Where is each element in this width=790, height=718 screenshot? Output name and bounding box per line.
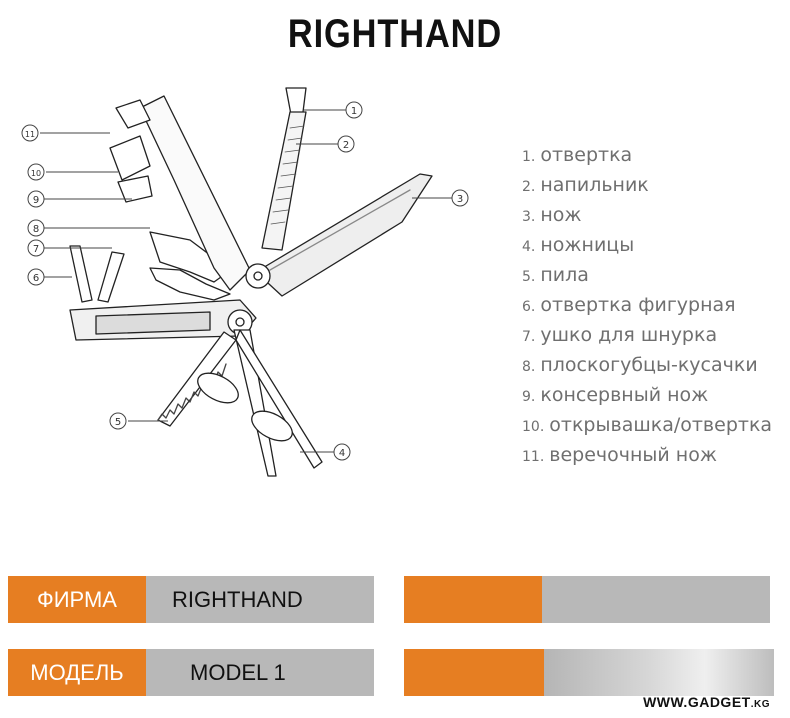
- legend-item: 11.веречочный нож: [522, 444, 717, 466]
- legend-item: 9.консервный нож: [522, 384, 709, 406]
- spec-row-empty-2: [404, 649, 774, 696]
- legend-item: 1.отвертка: [522, 144, 633, 166]
- footer-site: WWW.GADGET: [643, 694, 751, 710]
- legend-item: 2.напильник: [522, 174, 649, 196]
- legend-item: 7.ушко для шнурка: [522, 324, 718, 346]
- phillips-driver-part: [69, 245, 93, 303]
- spec-key: [404, 576, 542, 623]
- callout-5: 5: [115, 417, 121, 428]
- file-part: [261, 111, 307, 251]
- callout-8: 8: [33, 224, 39, 235]
- callout-3: 3: [457, 194, 463, 205]
- knife-blade-part: [255, 173, 433, 297]
- spec-key: МОДЕЛЬ: [8, 649, 146, 696]
- callout-11: 11: [25, 130, 35, 139]
- callout-4: 4: [339, 448, 345, 459]
- scissors-part: [233, 329, 277, 477]
- tool-legend: 1.отвертка 2.напильник 3.нож 4.ножницы 5…: [522, 140, 772, 470]
- spec-key: [404, 649, 544, 696]
- footer-tld: .KG: [750, 699, 770, 710]
- spec-value: MODEL 1: [146, 649, 374, 696]
- legend-item: 3.нож: [522, 204, 582, 226]
- spec-value: [544, 649, 774, 696]
- callout-10: 10: [31, 169, 41, 178]
- callout-9: 9: [33, 195, 39, 206]
- upper-handle-part: [139, 95, 251, 291]
- spec-key: ФИРМА: [8, 576, 146, 623]
- callout-2: 2: [343, 140, 349, 151]
- spec-value: RIGHTHAND: [146, 576, 374, 623]
- spec-row-empty-1: [404, 576, 770, 623]
- site-footer: WWW.GADGET.KG: [643, 694, 770, 710]
- callout-6: 6: [33, 273, 39, 284]
- callout-1: 1: [351, 106, 357, 117]
- page-title: RIGHTHAND: [287, 12, 503, 56]
- legend-item: 4.ножницы: [522, 234, 635, 256]
- spec-value: [542, 576, 770, 623]
- spec-row-brand: ФИРМА RIGHTHAND: [8, 576, 374, 623]
- legend-item: 6.отвертка фигурная: [522, 294, 736, 316]
- spec-row-model: МОДЕЛЬ MODEL 1: [8, 649, 374, 696]
- multitool-diagram: 1 2 3 4 5 6 7 8 9 10 11: [21, 87, 469, 477]
- legend-item: 8.плоскогубцы-кусачки: [522, 354, 758, 376]
- lanyard-loop-part: [97, 251, 125, 303]
- legend-item: 10.открывашка/отвертка: [522, 414, 773, 436]
- callout-7: 7: [33, 244, 39, 255]
- legend-item: 5.пила: [522, 264, 589, 286]
